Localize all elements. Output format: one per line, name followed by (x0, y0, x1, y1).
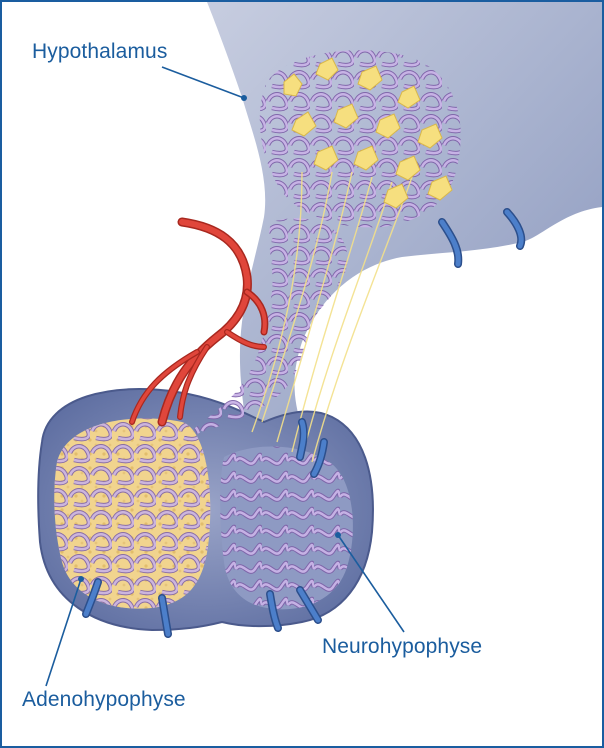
label-adenohypophyse: Adenohypophyse (22, 688, 186, 712)
label-neurohypophyse: Neurohypophyse (322, 635, 482, 659)
hypothalamus-leader (162, 67, 244, 98)
label-hypothalamus: Hypothalamus (32, 40, 167, 64)
